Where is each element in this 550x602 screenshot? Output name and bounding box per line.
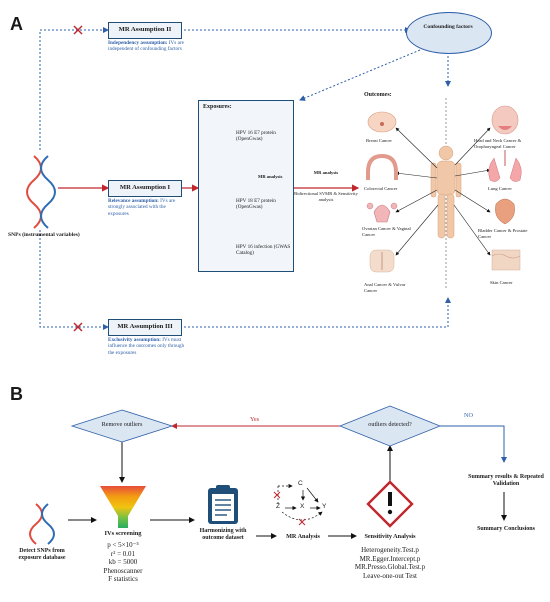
mr-link-subtitle: Bidirectional SVMR & Sensitivity analysi…: [294, 191, 358, 202]
warning-icon: [366, 480, 414, 528]
outcome-ovarian: Ovarian Cancer & Vaginal Cancer: [362, 226, 411, 237]
sensitivity-test: Leave-one-out Test: [363, 571, 417, 580]
anal-vulva-icon: [369, 249, 395, 273]
outcome-head-neck: Head and Neck Cancer & Oropharyngeal Can…: [474, 138, 522, 149]
ivs-criterion: Phenoscanner: [103, 566, 143, 575]
dna-icon-b: [29, 503, 55, 545]
breast-icon: [367, 111, 397, 133]
outcome-anal: Anal Cancer & Vulvar Cancer: [364, 282, 406, 293]
outcome-colorectal: Colorectal Cancer: [364, 186, 398, 191]
ivs-criteria: p < 5×10⁻⁵ r² = 0.01 kb = 5000 Phenoscan…: [86, 541, 160, 584]
exposure-item-2: HPV 18 E7 protein (OpenGwas): [236, 198, 276, 211]
confounding-label: Confounding factors: [423, 24, 473, 30]
skin-icon: [491, 249, 521, 271]
panel-a-letter: A: [10, 14, 23, 34]
assumption-2-desc: Independency assumption: IVs are indepen…: [108, 40, 184, 53]
sensitivity-label: Sensitivity Analysis: [364, 533, 416, 540]
mr-analysis-b-label: MR Analysis: [286, 533, 320, 540]
summary-results-label: Summary results & Repeated Validation: [468, 474, 544, 488]
ovary-icon: [366, 202, 398, 223]
lung-icon: [488, 150, 522, 182]
ivs-criterion: r² = 0.01: [110, 549, 136, 558]
ivs-screening-label: IVs screening: [104, 530, 142, 537]
harmonizing-label: Harmonizing with outcome dataset: [199, 528, 247, 542]
sensitivity-test: MR.Egger.Intercept.p: [359, 554, 421, 563]
snps-label: SNPs (instrumental variables): [8, 232, 80, 238]
head-icon: [491, 105, 519, 135]
assumption-3-box: MR Assumption III: [108, 319, 182, 336]
detect-snps-label: Detect SNPs from exposure database: [18, 548, 66, 562]
exposures-mr-analysis: MR analysis: [258, 174, 283, 179]
assumption-1-desc: Relevance assumption: IVs are strongly a…: [108, 198, 176, 217]
assumption-1-box: MR Assumption I: [108, 180, 182, 197]
clipboard-icon: [208, 485, 238, 524]
confounding-ellipse: [406, 12, 492, 54]
outcome-breast: Breast Cancer: [366, 138, 392, 143]
sensitivity-test: Heterogeneity.Test.p: [361, 546, 419, 554]
assumption-2-box: MR Assumption II: [108, 22, 182, 39]
sensitivity-tests: Heterogeneity.Test.p MR.Egger.Intercept.…: [344, 546, 436, 580]
ivs-criterion: F statistics: [108, 575, 138, 584]
colon-icon: [366, 153, 398, 180]
remove-outliers-label: Remove outliers: [101, 421, 143, 428]
mr-link-title: MR analysis: [313, 170, 339, 175]
outliers-detected-label: outliers detected?: [368, 421, 412, 428]
outcome-skin: Skin Cancer: [490, 280, 513, 285]
ivs-criterion: kb = 5000: [108, 558, 138, 567]
dna-icon-a: [26, 155, 56, 229]
outcome-bladder: Bladder Cancer & Prostate Cancer: [478, 228, 528, 239]
assumption-3-desc: Exclusivity assumption: IVs must influen…: [108, 337, 185, 356]
exposure-item-3: HPV 16 infection (GWAS Catalog): [236, 244, 291, 257]
summary-conclusions-label: Summary Conclusions: [477, 526, 535, 532]
sensitivity-test: MR.Presso.Global.Test.p: [354, 563, 426, 572]
exposures-panel: [198, 100, 294, 272]
dag-node-c: C: [298, 480, 303, 487]
exposure-item-1: HPV 16 E7 protein (OpenGwas): [236, 130, 276, 143]
outcomes-title: Outcomes:: [364, 92, 392, 98]
panel-b-letter: B: [10, 384, 23, 404]
bladder-icon: [495, 198, 515, 225]
dag-node-z: Z: [276, 503, 281, 510]
funnel-icon: [100, 486, 146, 528]
dag-node-x: X: [300, 503, 305, 510]
dag-node-y: Y: [322, 503, 327, 510]
yes-label: Yes: [250, 416, 260, 423]
outcome-lung: Lung Cancer: [488, 186, 512, 191]
no-label: NO: [464, 412, 473, 419]
exposures-title: Exposures:: [203, 104, 232, 110]
ivs-criterion: p < 5×10⁻⁵: [107, 541, 139, 549]
